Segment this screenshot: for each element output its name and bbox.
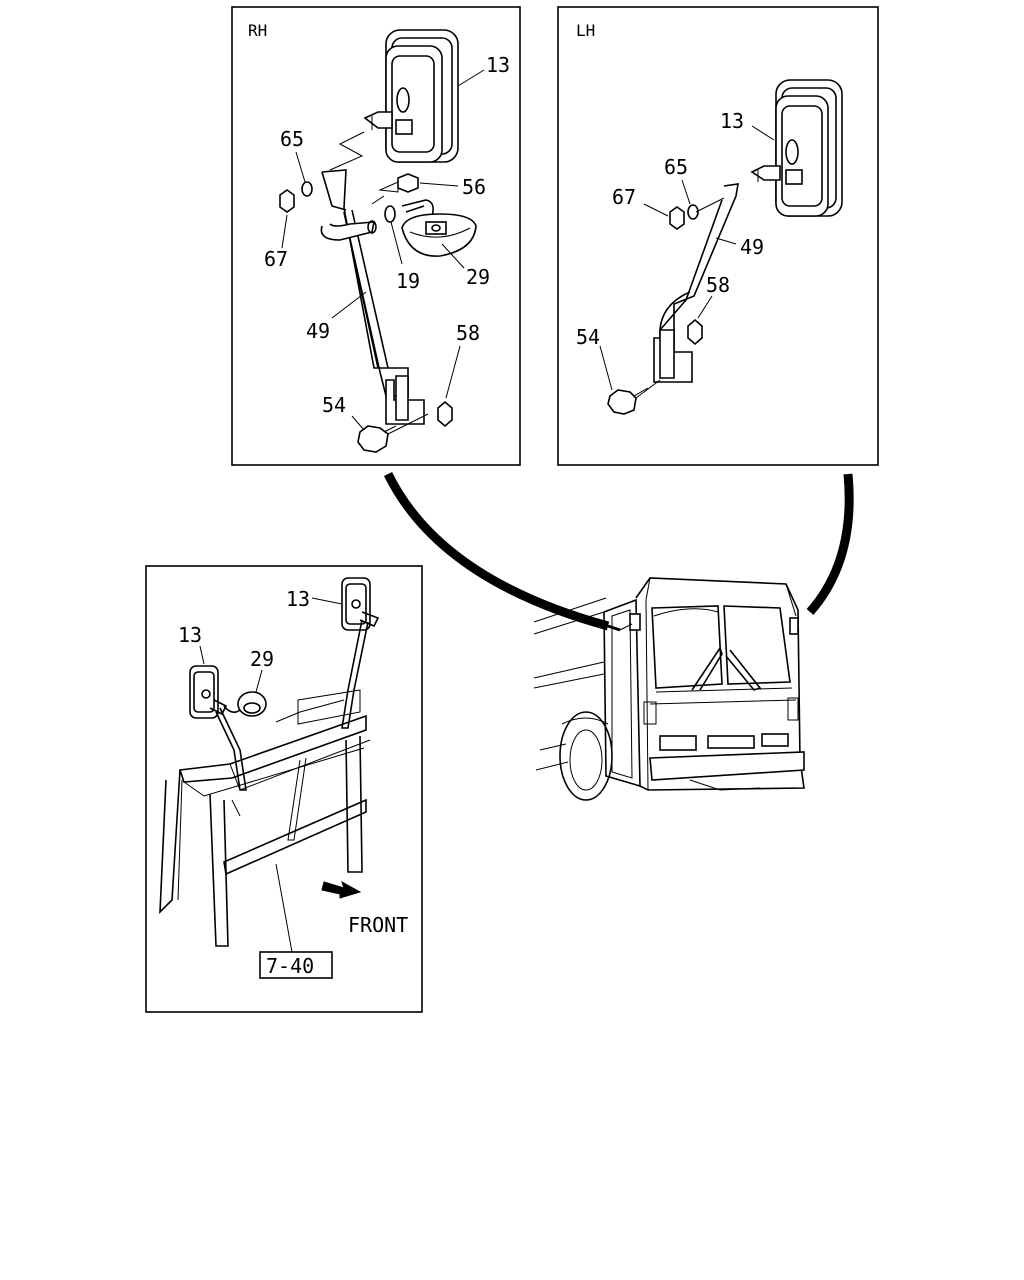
rh-nut-58 [437, 400, 453, 428]
overview-panel-frame [145, 565, 423, 1013]
bus-illustration [533, 577, 805, 801]
lh-label-13: 13 [720, 109, 744, 133]
overview-label-29: 29 [250, 647, 274, 671]
rh-label-54: 54 [322, 393, 346, 417]
overview-label-13-upper: 13 [286, 587, 310, 611]
bus-bumper [649, 751, 805, 781]
front-arrow-icon [321, 880, 362, 899]
front-label: FRONT [348, 913, 408, 937]
bus-windshield-right [723, 605, 791, 685]
rh-label-67: 67 [264, 247, 288, 271]
lh-bolt-54 [607, 379, 661, 415]
overview-lamp [223, 691, 267, 717]
lh-nut-58 [687, 318, 703, 346]
rh-panel: RH [231, 6, 521, 466]
rh-washer [301, 181, 313, 197]
rh-label-29: 29 [466, 265, 490, 289]
rh-leader-arc [383, 472, 610, 631]
bus-wheel [559, 711, 613, 801]
rh-ring-19 [384, 205, 396, 223]
rh-stay [320, 169, 409, 397]
rh-panel-frame [231, 6, 521, 466]
lh-nut-67 [669, 206, 685, 230]
overview-mirror-upper [341, 577, 380, 631]
overview-mirror-lower [189, 665, 228, 719]
lh-leader-arc [806, 473, 854, 615]
rh-label-49: 49 [306, 319, 330, 343]
lh-label-67: 67 [612, 185, 636, 209]
rh-label-58: 58 [456, 321, 480, 345]
rh-label-13: 13 [486, 53, 510, 77]
bus-windshield-left [651, 605, 723, 689]
reference-box [259, 951, 333, 979]
overview-panel: FRONT 7-40 13 13 29 [145, 565, 423, 1013]
bus-mirror-left [789, 617, 799, 635]
lh-mirror [750, 79, 843, 217]
overview-frame-structure [159, 689, 371, 947]
rh-label-56: 56 [462, 175, 486, 199]
lh-panel-frame [557, 6, 879, 466]
bus-headlight-right [761, 733, 789, 747]
lh-washer [687, 204, 699, 220]
lh-label-58: 58 [706, 273, 730, 297]
lh-label-54: 54 [576, 325, 600, 349]
rh-screw-56 [397, 173, 419, 193]
lh-label-65: 65 [664, 155, 688, 179]
lh-bracket [653, 329, 693, 383]
rh-panel-title: RH [248, 21, 267, 40]
rh-bracket [385, 375, 425, 425]
rh-lamp [401, 199, 477, 257]
lh-panel: LH [557, 6, 879, 466]
bus-mirror-right [629, 613, 641, 631]
overview-label-13-lower: 13 [178, 623, 202, 647]
rh-mirror [363, 29, 459, 163]
rh-label-19: 19 [396, 269, 420, 293]
rh-label-65: 65 [280, 127, 304, 151]
rh-bolt-54 [357, 413, 429, 453]
lh-panel-title: LH [576, 21, 595, 40]
bus-headlight-left [659, 735, 697, 751]
rh-nut-67 [279, 189, 295, 213]
lh-label-49: 49 [740, 235, 764, 259]
reference-box-label: 7-40 [266, 954, 314, 978]
